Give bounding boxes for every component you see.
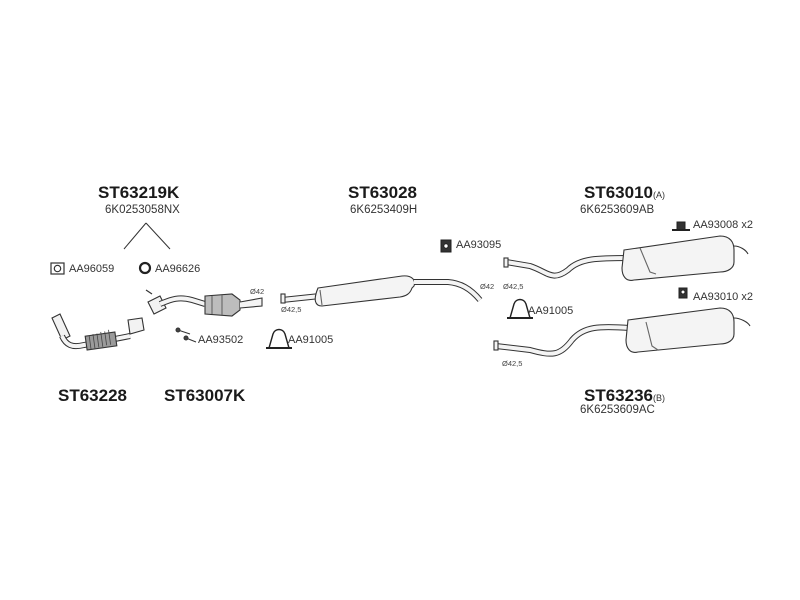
group-bracket-lines	[123, 222, 171, 250]
mid-in-diameter: Ø42,5	[281, 305, 302, 314]
gasket-label: AA96059	[69, 263, 115, 275]
bolts-label: AA93502	[198, 334, 244, 346]
rubber-a-label: AA93008 x2	[693, 219, 753, 231]
cat-out-diameter: Ø42	[250, 287, 265, 296]
rear-silencer-b-suffix: (B)	[653, 393, 665, 403]
clamp-rear-icon	[507, 298, 533, 319]
front-pipe-icon	[51, 313, 145, 351]
bolts-icon	[175, 327, 197, 343]
rear-silencer-a-part: ST63010	[584, 183, 653, 202]
clamp-front-label: AA91005	[288, 334, 334, 346]
middle-silencer-oe-number: 6K6253409H	[350, 204, 418, 216]
rear-b-in-diameter: Ø42,5	[502, 359, 523, 368]
gasket-icon	[50, 262, 65, 275]
hanger-label: AA93095	[456, 239, 502, 251]
ring-label: AA96626	[155, 263, 201, 275]
rear-silencer-a-suffix: (A)	[653, 190, 665, 200]
clamp-rear-label: AA91005	[528, 305, 574, 317]
mid-out-diameter: Ø42	[480, 282, 495, 291]
rear-silencer-b-part: ST63236	[584, 386, 653, 405]
hanger-icon	[440, 239, 452, 253]
rear-silencer-b-part-number: ST63236(B)	[584, 387, 665, 404]
rear-silencer-a-icon	[503, 235, 749, 281]
middle-silencer-part-number: ST63028	[348, 183, 417, 202]
rear-silencer-b-oe-number: 6K6253609AC	[580, 404, 655, 416]
rear-silencer-a-part-number: ST63010(A)	[584, 184, 665, 201]
ring-icon	[138, 261, 152, 275]
middle-silencer-icon	[280, 275, 483, 307]
catalyst-icon	[145, 289, 263, 317]
rubber-mount-a-icon	[672, 221, 690, 231]
catalyst-kit-part-number: ST63007K	[164, 386, 246, 405]
rubber-mount-b-icon	[678, 287, 688, 299]
rear-silencer-a-oe-number: 6K6253609AB	[580, 204, 655, 216]
rear-silencer-b-icon	[493, 307, 751, 357]
rear-a-in-diameter: Ø42,5	[503, 282, 524, 291]
front-pipe-part-number: ST63228	[58, 386, 127, 405]
front-pipe-set-oe-number: 6K0253058NX	[105, 204, 180, 216]
front-pipe-set-part-number: ST63219K	[98, 183, 180, 202]
clamp-icon	[266, 328, 292, 349]
rubber-b-label: AA93010 x2	[693, 291, 753, 303]
